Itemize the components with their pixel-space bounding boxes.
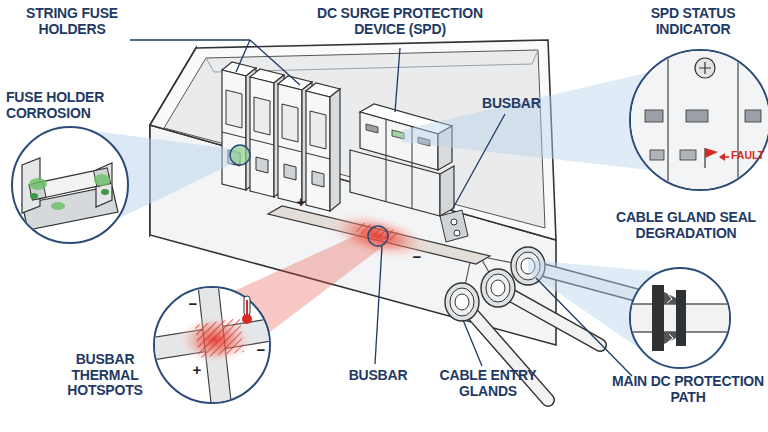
cable-end: [491, 280, 505, 296]
leader-line: [463, 320, 482, 366]
fault-arrowhead: [719, 153, 725, 161]
busbar-section: [150, 318, 278, 360]
leader-line: [536, 278, 632, 376]
polarity-sign: +: [190, 362, 204, 379]
corrosion-spot: [94, 174, 110, 186]
hotspot-marker: [368, 226, 388, 246]
polarity-sign: −: [254, 342, 268, 359]
fault-flag: [705, 148, 718, 158]
hotspot-glow: [175, 314, 255, 366]
part-label: DC SURGE PROTECTION DEVICE (SPD): [300, 6, 500, 37]
part-label: BUSBAR: [338, 368, 418, 384]
leader-line: [130, 40, 300, 85]
busbar-terminal: [440, 210, 468, 242]
terminal-screw: [454, 230, 460, 236]
gland-body: [652, 285, 664, 351]
spd-face: [630, 50, 768, 190]
cable-end: [455, 294, 469, 310]
callout-wedge: [402, 72, 650, 170]
fault-label: FAULT: [731, 150, 767, 162]
fuse-holder: [306, 83, 340, 211]
issue-label: CABLE GLAND SEAL DEGRADATION: [610, 210, 762, 241]
screw: [695, 58, 715, 78]
inset-circle: [12, 127, 128, 243]
part-label: BUSBAR: [482, 96, 562, 112]
spd-window: [745, 110, 761, 122]
part-label: CABLE ENTRY GLANDS: [428, 368, 548, 399]
polarity-sign: −: [410, 249, 424, 266]
inset-circle: [630, 50, 768, 190]
part-label: MAIN DC PROTECTION PATH: [612, 374, 764, 405]
part-label: SPD STATUS INDICATOR: [628, 6, 758, 37]
screw-slot: [699, 62, 711, 74]
polarity-sign: +: [294, 194, 308, 211]
corrosion-spot: [51, 202, 65, 210]
hotspot-hatch: [195, 318, 244, 358]
spd-window: [366, 124, 378, 133]
cable-gland: [445, 283, 479, 321]
corrosion-spot: [30, 193, 38, 199]
spd-window: [686, 110, 708, 122]
corrosion-marker: [230, 145, 250, 165]
terminal-screw: [451, 219, 457, 225]
fuse-cap: [94, 168, 111, 187]
thermometer-level: [246, 300, 248, 316]
cable-gland: [481, 269, 515, 307]
thermometer: [244, 296, 250, 316]
thermometer-bulb: [242, 314, 252, 324]
leader-line: [395, 48, 400, 112]
gland-nut: [450, 288, 474, 316]
spd-window: [680, 150, 696, 160]
spd-window: [645, 110, 663, 122]
gland-nut: [486, 274, 510, 302]
spd-lower-side: [440, 166, 454, 216]
spd-window: [650, 150, 664, 160]
fuse-cartridge: [29, 168, 111, 200]
polarity-sign: −: [186, 296, 200, 313]
issue-label: BUSBAR THERMAL HOTSPOTS: [60, 352, 150, 399]
issue-label: FUSE HOLDER CORROSION: [6, 90, 126, 121]
leader-line: [452, 114, 505, 210]
gland-body: [676, 290, 686, 346]
seal-crack: [667, 294, 673, 342]
corrosion-spot: [29, 178, 47, 190]
leader-line: [375, 246, 382, 364]
gland-seal: [664, 332, 676, 344]
gland-seal: [664, 292, 676, 304]
corrosion-spot: [101, 189, 109, 195]
spd-module-divider: [668, 50, 738, 190]
spd-lower-front: [350, 150, 440, 216]
part-label: STRING FUSE HOLDERS: [12, 6, 132, 37]
